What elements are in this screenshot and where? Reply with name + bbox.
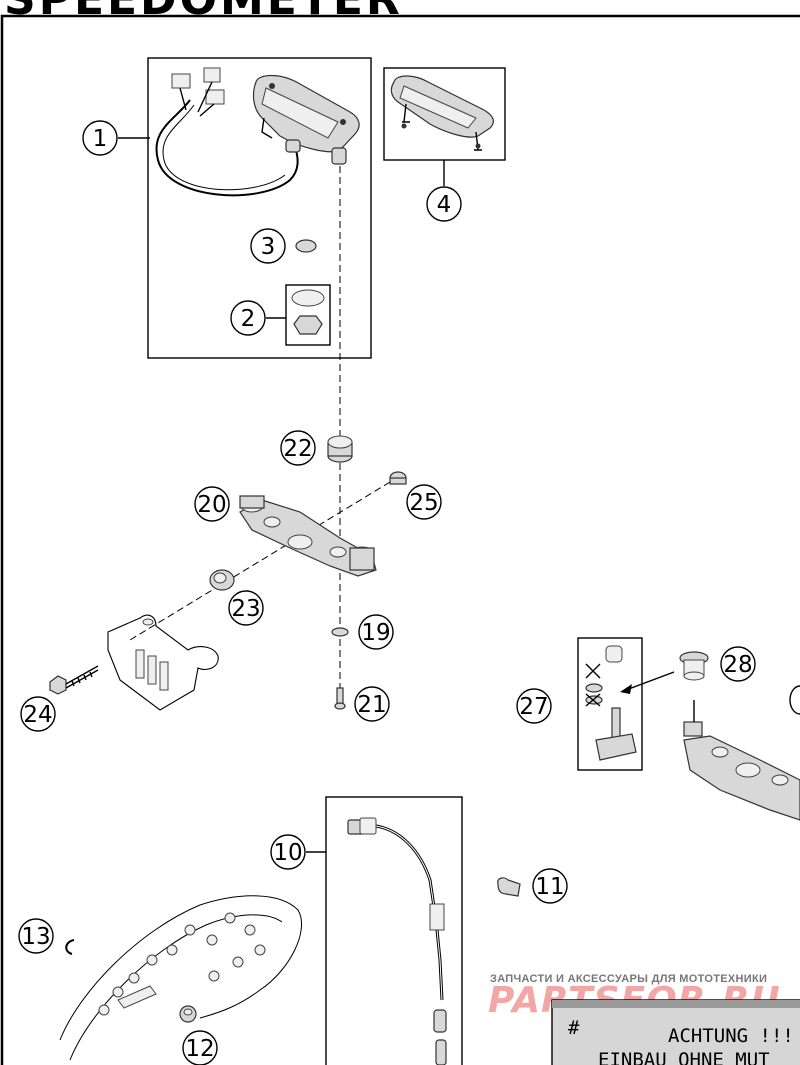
part-23-spacer xyxy=(209,569,235,591)
callout-3-label: 3 xyxy=(261,234,276,260)
callout-21-label: 21 xyxy=(357,692,386,718)
callout-23 xyxy=(228,590,264,626)
callout-13-label: 13 xyxy=(21,924,50,950)
note-hash: # xyxy=(568,1017,580,1039)
callout-12 xyxy=(182,1030,218,1065)
callout-11 xyxy=(532,868,568,904)
callout-24 xyxy=(20,696,56,732)
callout-19 xyxy=(358,614,394,650)
speedometer-unit xyxy=(252,74,360,165)
note-line-1: ACHTUNG !!! xyxy=(668,1025,794,1047)
part-12-nut xyxy=(179,1005,197,1023)
part-20-bracket xyxy=(239,495,377,577)
callout-20 xyxy=(194,486,230,522)
wiring-harness xyxy=(155,67,299,197)
part-10-box xyxy=(325,796,463,1065)
diagram-frame xyxy=(0,14,800,1065)
callout-19-label: 19 xyxy=(361,620,390,646)
part-28-grommet xyxy=(679,651,709,681)
part-2-seal xyxy=(291,289,325,307)
callout-11-label: 11 xyxy=(535,874,564,900)
part-3-plug xyxy=(295,239,317,253)
callout-20-label: 20 xyxy=(197,492,226,518)
callout-4-label: 4 xyxy=(437,192,452,218)
callout-partial-right xyxy=(789,685,800,715)
callout-10-label: 10 xyxy=(273,840,302,866)
callout-1 xyxy=(82,120,118,156)
part-2-box xyxy=(285,284,331,346)
part-11-clip xyxy=(497,877,521,897)
part-13-snap-ring xyxy=(65,939,75,955)
connector-a xyxy=(171,73,191,89)
part-27-mount-kit xyxy=(585,645,637,761)
callout-10 xyxy=(270,834,306,870)
connector-c xyxy=(205,89,225,105)
callout-22 xyxy=(280,430,316,466)
callout-28 xyxy=(720,646,756,682)
callout-27-label: 27 xyxy=(519,694,548,720)
part-10-speed-sensor xyxy=(347,817,447,1065)
part-27-box xyxy=(577,637,643,771)
callout-4 xyxy=(426,186,462,222)
part-19-washer xyxy=(331,627,349,637)
speedometer-group-box xyxy=(147,57,372,359)
callout-21 xyxy=(354,686,390,722)
note-line-2: EINBAU OHNE MUT xyxy=(598,1049,770,1065)
watermark-tagline: ЗАПЧАСТИ И АКСЕССУАРЫ ДЛЯ МОТОТЕХНИКИ xyxy=(490,973,767,985)
note-box: # ACHTUNG !!! EINBAU OHNE MUT xyxy=(551,999,800,1065)
callout-1-label: 1 xyxy=(93,126,108,152)
part-21-screw xyxy=(334,687,346,710)
part-24-bolt xyxy=(49,665,99,695)
callout-12-label: 12 xyxy=(185,1036,214,1062)
callout-3 xyxy=(250,228,286,264)
callout-22-label: 22 xyxy=(283,436,312,462)
part-2-cap xyxy=(293,315,323,335)
callout-25 xyxy=(406,484,442,520)
mounting-plate xyxy=(107,614,219,711)
mount-axis xyxy=(129,481,391,641)
brake-disc xyxy=(59,895,303,1061)
page-title: SPEEDOMETER xyxy=(4,0,403,25)
part-4-speedo-cover xyxy=(390,75,494,151)
callout-13 xyxy=(18,918,54,954)
callout-23-label: 23 xyxy=(231,596,260,622)
callout-2-label: 2 xyxy=(241,306,256,332)
callout-25-label: 25 xyxy=(409,490,438,516)
arrow-28-to-27 xyxy=(625,671,675,691)
right-bracket xyxy=(683,685,800,821)
part-22-rubber-damper xyxy=(327,435,353,463)
callout-24-label: 24 xyxy=(23,702,52,728)
callout-28-label: 28 xyxy=(723,652,752,678)
connector-b xyxy=(203,67,221,83)
callout-27 xyxy=(516,688,552,724)
part-25-bushing xyxy=(389,471,407,485)
callout-2 xyxy=(230,300,266,336)
